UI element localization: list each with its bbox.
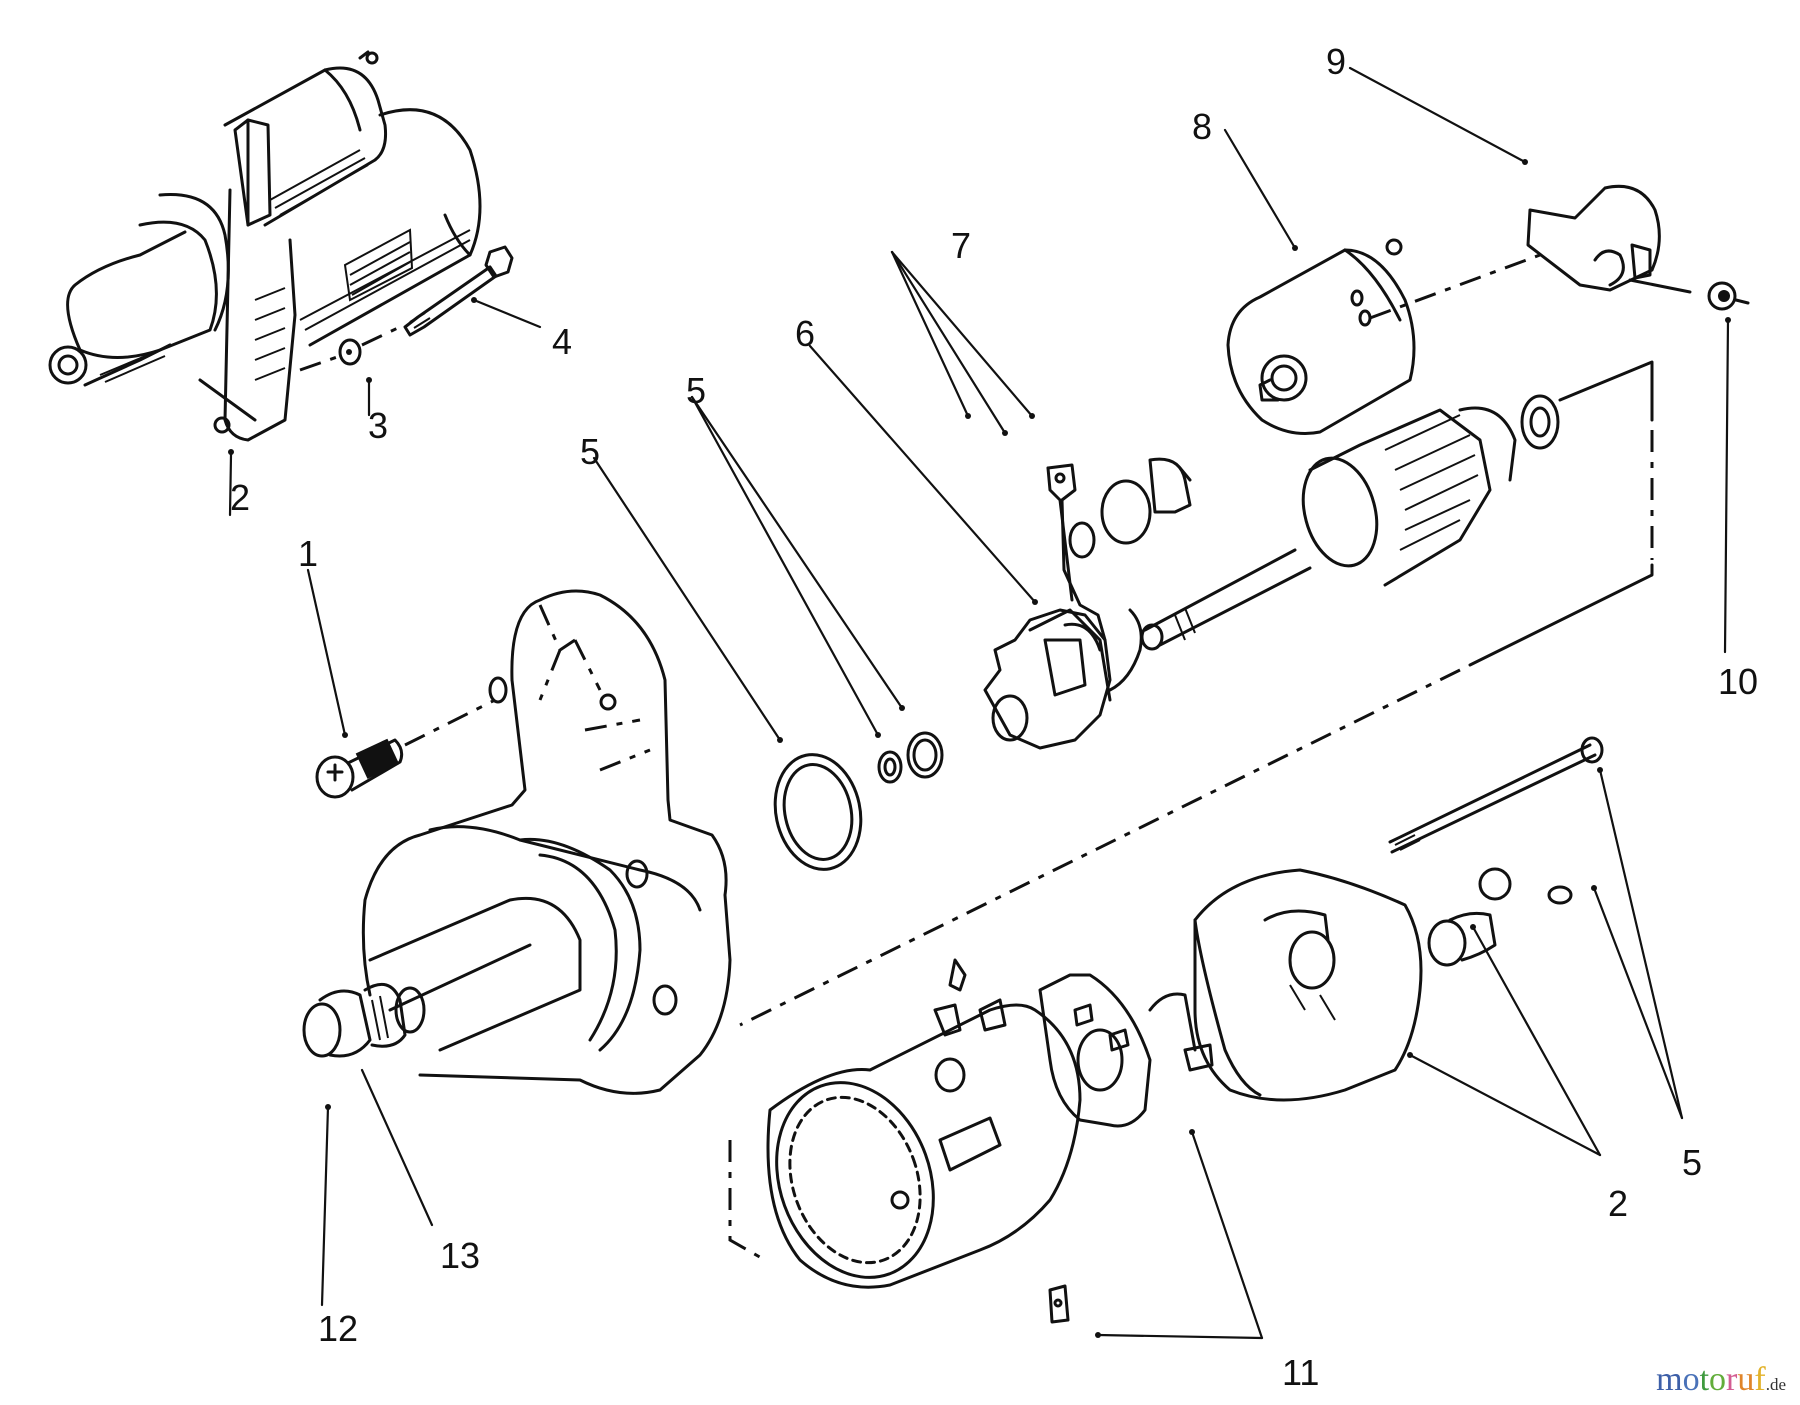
solenoid-drawing	[1226, 238, 1541, 435]
watermark-letter: o	[1709, 1361, 1727, 1398]
callout-5: 5	[686, 370, 706, 411]
callout-4: 4	[552, 321, 572, 362]
watermark-tld: .de	[1765, 1375, 1786, 1394]
callout-7: 7	[951, 225, 971, 266]
callout-5: 5	[580, 431, 600, 472]
end-frame-drawing	[728, 958, 1214, 1324]
callout-9: 9	[1326, 41, 1346, 82]
callout-labels: 1 2 3 4 5 5 6 7 8 9 10 5 2 11 12 13	[230, 41, 1758, 1393]
bolt-1-drawing	[315, 676, 508, 799]
callout-11: 11	[1282, 1352, 1319, 1393]
watermark-letter: t	[1699, 1361, 1710, 1398]
watermark-letter: u	[1737, 1361, 1755, 1398]
callout-5: 5	[1682, 1142, 1702, 1183]
leader-lines	[228, 66, 1731, 1340]
callout-2: 2	[1608, 1183, 1628, 1224]
callout-8: 8	[1192, 106, 1212, 147]
watermark-letter: f	[1754, 1361, 1766, 1398]
callout-12: 12	[318, 1308, 358, 1349]
armature-drawing	[739, 360, 1654, 1027]
assembled-starter-drawing	[48, 50, 482, 442]
ring-parts-drawing	[773, 731, 944, 871]
washer-bolt-group	[299, 245, 514, 372]
callout-2: 2	[230, 477, 250, 518]
yoke-frame-drawing	[1193, 736, 1604, 1102]
watermark-letter: m	[1656, 1361, 1683, 1398]
callout-6: 6	[795, 313, 815, 354]
callout-13: 13	[440, 1235, 480, 1276]
watermark-letter: r	[1726, 1361, 1738, 1398]
callout-10: 10	[1718, 661, 1758, 702]
watermark-letter: o	[1682, 1361, 1700, 1398]
cover-nut-drawing	[1526, 184, 1750, 311]
drive-housing-drawing	[302, 589, 732, 1095]
callout-1: 1	[298, 533, 318, 574]
drive-pinion-lever-drawing	[983, 457, 1192, 750]
watermark-logo: motoruf.de	[1656, 1361, 1786, 1399]
callout-3: 3	[368, 405, 388, 446]
